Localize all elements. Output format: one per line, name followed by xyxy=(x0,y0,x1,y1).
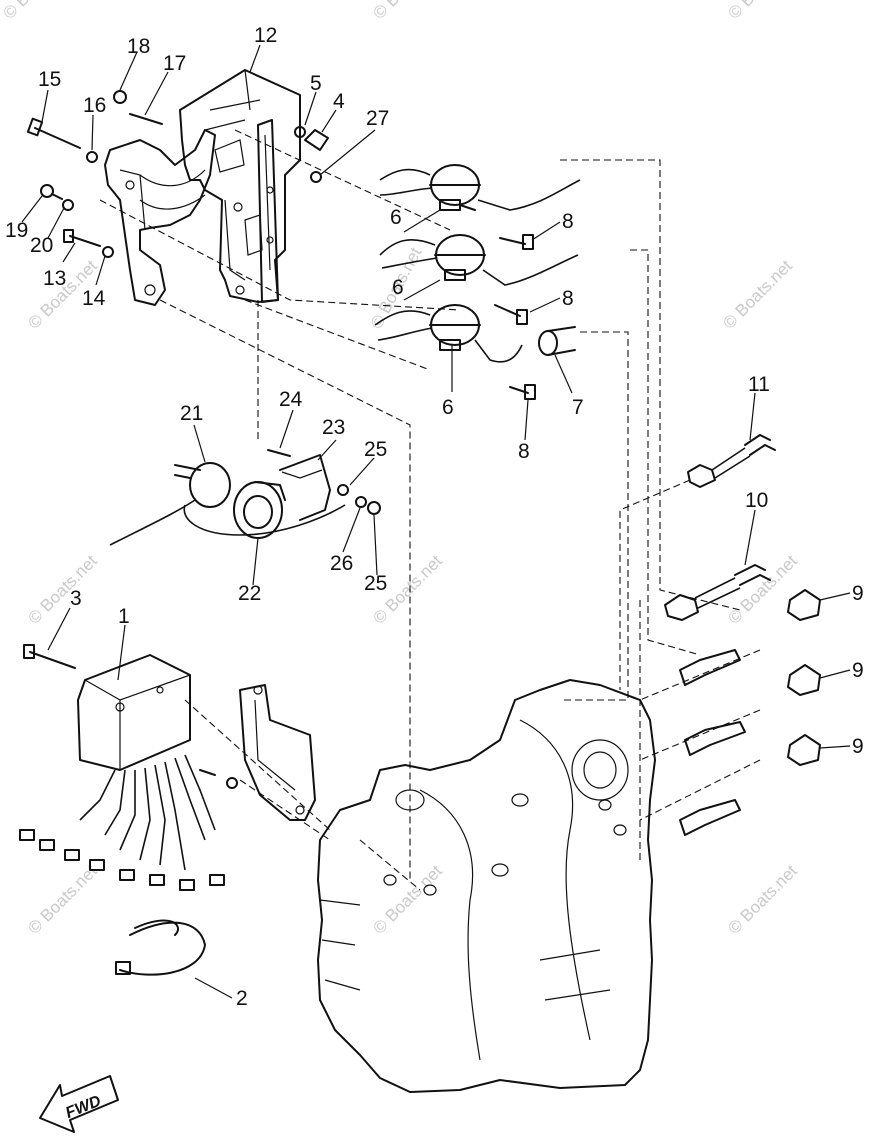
callout-25a: 25 xyxy=(364,438,387,461)
callout-1: 1 xyxy=(118,605,130,628)
watermark: © Boats.net xyxy=(369,861,446,938)
callout-3: 3 xyxy=(70,587,82,610)
callout-6b: 6 xyxy=(392,276,404,299)
callout-23: 23 xyxy=(322,416,345,439)
callout-22: 22 xyxy=(238,582,261,605)
ignition-coil xyxy=(379,164,581,211)
ignition-coil xyxy=(374,304,523,363)
callout-9a: 9 xyxy=(852,582,864,605)
callout-19: 19 xyxy=(5,219,28,242)
callout-6c: 6 xyxy=(442,396,454,419)
callout-16: 16 xyxy=(83,94,106,117)
watermark: © Boats.net xyxy=(369,0,446,23)
callout-24: 24 xyxy=(279,388,303,411)
callout-9b: 9 xyxy=(852,659,864,682)
watermark: © Boats.net xyxy=(24,861,101,938)
ignition-coil xyxy=(379,234,579,286)
watermark: © Boats.net xyxy=(719,256,796,333)
spark-plugs xyxy=(679,649,746,836)
engine-block xyxy=(317,679,656,1093)
callout-15: 15 xyxy=(38,68,61,91)
leader-lines xyxy=(21,44,851,999)
callout-21: 21 xyxy=(180,402,203,425)
callout-8b: 8 xyxy=(562,287,574,310)
cable-tie xyxy=(115,919,206,976)
callout-6a: 6 xyxy=(390,206,402,229)
callout-9c: 9 xyxy=(852,735,864,758)
watermark: © Boats.net xyxy=(0,0,76,23)
callout-14: 14 xyxy=(82,287,106,310)
callout-17: 17 xyxy=(163,52,186,75)
cdi-unit xyxy=(19,654,225,891)
callout-5: 5 xyxy=(310,72,322,95)
watermark: © Boats.net xyxy=(724,0,801,23)
callout-25b: 25 xyxy=(364,572,387,595)
callout-27: 27 xyxy=(366,107,389,130)
sensors xyxy=(664,434,776,621)
clamp-bracket xyxy=(104,129,216,306)
bracket-12 xyxy=(179,69,301,303)
callout-26: 26 xyxy=(330,552,353,575)
callout-2: 2 xyxy=(236,987,248,1010)
callout-7: 7 xyxy=(572,396,584,419)
ignition-coils xyxy=(374,164,581,400)
rectifier-group xyxy=(109,454,346,546)
spark-plug-caps xyxy=(787,589,821,766)
hardware xyxy=(23,90,381,789)
callout-18: 18 xyxy=(127,35,150,58)
callout-13: 13 xyxy=(43,267,66,290)
callout-labels: 1 2 3 4 5 6 6 6 7 8 8 8 9 9 9 10 11 12 1… xyxy=(5,24,864,1010)
watermark: © Boats.net xyxy=(24,551,101,628)
callout-8a: 8 xyxy=(562,210,574,233)
callout-4: 4 xyxy=(333,90,345,113)
cdi-bracket xyxy=(239,684,316,821)
assembly-guide-lines xyxy=(99,129,761,891)
callout-10: 10 xyxy=(745,489,768,512)
watermark: © Boats.net xyxy=(724,861,801,938)
callout-8c: 8 xyxy=(518,440,530,463)
callout-11: 11 xyxy=(748,373,770,396)
fwd-label: FWD xyxy=(63,1093,104,1123)
callout-20: 20 xyxy=(30,234,53,257)
forward-arrow: FWD xyxy=(39,1075,119,1133)
callout-12: 12 xyxy=(254,24,277,47)
watermark-layer: © Boats.net © Boats.net © Boats.net © Bo… xyxy=(0,0,801,938)
